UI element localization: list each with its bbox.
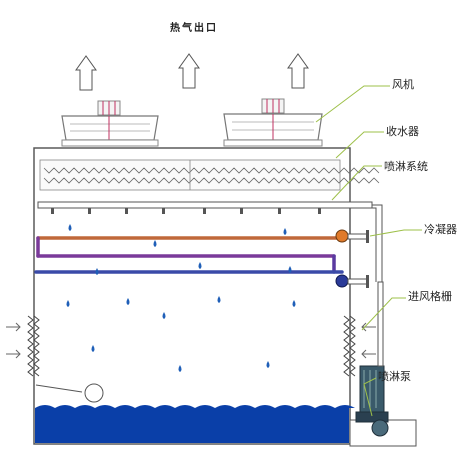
- spray-pump-label: 喷淋泵: [378, 370, 411, 383]
- condenser-label: 冷凝器: [424, 223, 457, 236]
- condenser-inlet: [335, 229, 369, 243]
- water-droplets: [66, 224, 296, 372]
- exhaust-arrows: [75, 53, 309, 91]
- air-inflow-arrows: [6, 322, 376, 359]
- inlet-grille-right: [343, 315, 356, 377]
- exhaust-arrow-right: [287, 53, 309, 89]
- condenser-outlet: [335, 274, 369, 288]
- fan-label: 风机: [392, 78, 414, 91]
- exhaust-arrow-left: [75, 55, 97, 91]
- spray-system-label: 喷淋系统: [384, 160, 428, 173]
- hot-air-outlet-label: 热气出口: [170, 23, 218, 34]
- spray-header: [37, 201, 383, 282]
- inlet-grille-left: [27, 315, 40, 377]
- float-valve: [35, 383, 104, 403]
- exhaust-arrow-center: [178, 53, 200, 89]
- fan-right: [223, 98, 323, 147]
- water-collector: [39, 159, 380, 191]
- spray-pump: [349, 281, 417, 447]
- fan-left: [61, 100, 159, 147]
- water-collector-label: 收水器: [386, 125, 419, 138]
- tower-casing: [33, 147, 351, 445]
- water-basin: [35, 405, 355, 443]
- callout-lines: [315, 85, 422, 417]
- inlet-grille-label: 进风格栅: [408, 290, 452, 303]
